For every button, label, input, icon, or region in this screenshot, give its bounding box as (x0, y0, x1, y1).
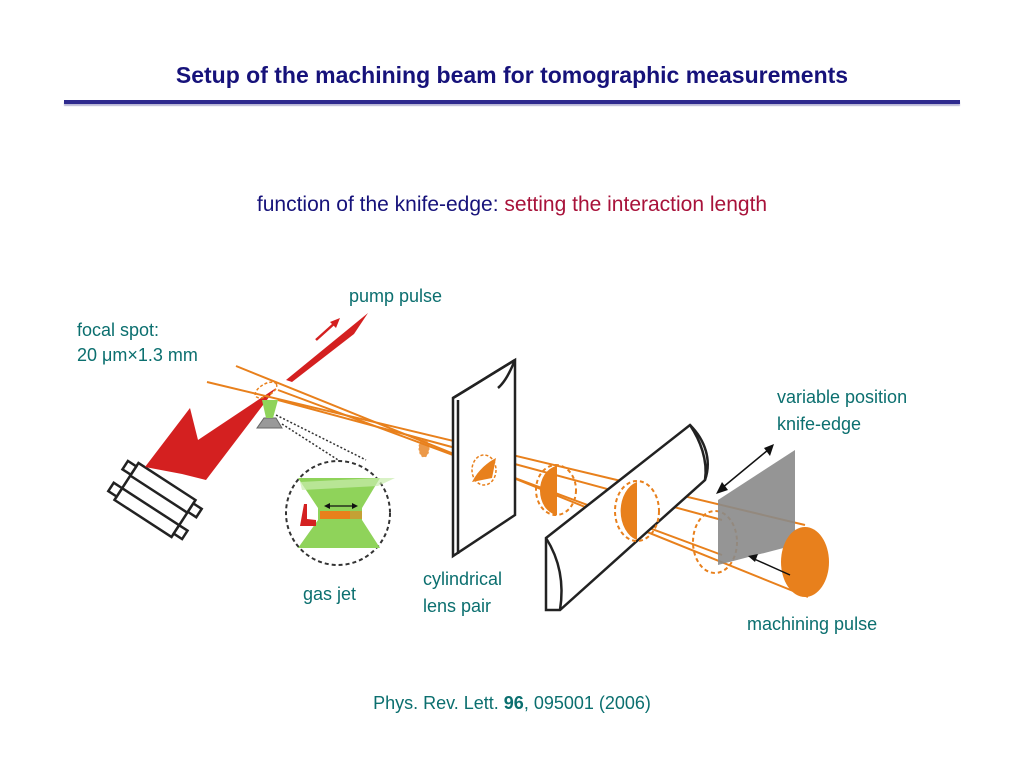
lens1-beam-spot (471, 454, 497, 486)
focal-spot-label-2: 20 μm×1.3 mm (77, 345, 198, 365)
knife-edge-label-1: variable position (777, 387, 908, 407)
pump-pulse-outgoing (286, 313, 368, 382)
citation-journal: Phys. Rev. Lett. (373, 693, 499, 713)
page-title: Setup of the machining beam for tomograp… (175, 62, 849, 88)
beam-section-2 (614, 480, 660, 542)
subtitle-highlight: setting the interaction length (504, 193, 768, 216)
gas-jet-nozzle (256, 417, 283, 429)
pump-pulse-beam (145, 388, 276, 480)
focal-spot-label-1: focal spot: (77, 320, 160, 340)
knife-edge-label-2: knife-edge (777, 414, 862, 434)
citation-pages: , 095001 (2006) (523, 693, 651, 713)
subtitle: function of the knife-edge: setting the … (0, 193, 1024, 217)
lens-pair-label-2: lens pair (423, 596, 492, 616)
beam-waist-marker (418, 438, 430, 458)
lens-pair-label-1: cylindrical (423, 569, 503, 589)
pump-pulse-label: pump pulse (349, 286, 443, 306)
citation: Phys. Rev. Lett. 96, 095001 (2006) (0, 693, 1024, 714)
machining-pulse-disk (781, 527, 829, 597)
knife-edge-plate (718, 450, 795, 565)
cylindrical-lens-1 (451, 357, 517, 559)
gas-jet-label: gas jet (303, 584, 357, 604)
title-underline (64, 100, 960, 104)
citation-volume: 96 (503, 693, 524, 713)
pump-laser-mount (106, 459, 204, 541)
gas-jet-inset (285, 460, 395, 566)
machining-pulse-label: machining pulse (747, 614, 878, 634)
focal-spot-ellipse (254, 381, 278, 399)
pump-direction-arrow (315, 321, 337, 341)
knife-edge-arrow (721, 449, 769, 489)
gas-jet-plume (262, 400, 278, 418)
subtitle-prefix: function of the knife-edge: (256, 193, 499, 216)
